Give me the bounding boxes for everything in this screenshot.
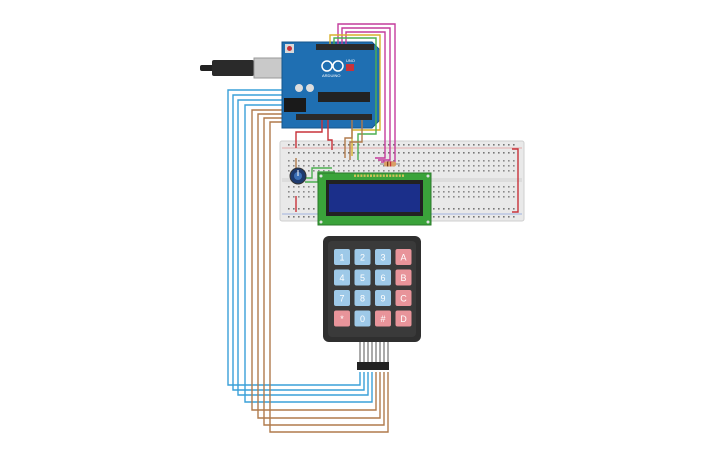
- wire-red-5v: [295, 120, 323, 148]
- keypad-key[interactable]: 8: [354, 290, 371, 306]
- arduino-uno-board[interactable]: ARDUINO UNO: [200, 41, 381, 129]
- keypad-key[interactable]: D: [395, 310, 412, 327]
- wire-brown-1: [344, 120, 353, 158]
- keypad-key-label: 3: [380, 253, 385, 263]
- wire-green-lcd: [333, 37, 377, 160]
- keypad-key-label: B: [400, 273, 406, 283]
- keypad-key[interactable]: #: [375, 310, 391, 327]
- keypad-key-label: 7: [339, 294, 344, 304]
- keypad-keys[interactable]: 1 2 3 A 4 5 6 B 7 8 9 C * 0 # D: [334, 249, 412, 327]
- keypad-key-label: 0: [360, 314, 365, 324]
- keypad-key-label: 9: [380, 294, 385, 304]
- keypad-key[interactable]: 5: [354, 269, 371, 286]
- usb-plug: [212, 60, 254, 76]
- potentiometer[interactable]: [289, 167, 307, 185]
- wire-brown-2: [349, 120, 363, 160]
- keypad-key[interactable]: C: [395, 290, 412, 306]
- wire-magenta-2: [341, 27, 391, 161]
- keypad-key-label: 4: [339, 273, 344, 283]
- wire-red-gnd: [327, 120, 333, 150]
- keypad-key-label: 2: [360, 253, 365, 263]
- lcd-pin-header: [354, 174, 404, 177]
- lcd-16x2[interactable]: [317, 172, 432, 226]
- lcd-screen: [329, 184, 420, 212]
- usb-connector: [253, 57, 287, 79]
- keypad-wire-3: [237, 99, 369, 396]
- keypad-key-label: 1: [339, 253, 344, 263]
- power-rail-wire: [512, 148, 519, 213]
- keypad-key-label: #: [380, 314, 385, 324]
- wire-magenta-3: [345, 31, 386, 159]
- arduino-brand-label: ARDUINO: [322, 73, 340, 78]
- resistor[interactable]: [380, 161, 400, 167]
- keypad-key-label: 8: [360, 294, 365, 304]
- keypad-ribbon: [359, 342, 389, 362]
- keypad-key[interactable]: 2: [354, 249, 371, 265]
- arduino-logo-icon: [321, 60, 344, 72]
- keypad-key[interactable]: 0: [354, 310, 371, 327]
- keypad-key[interactable]: 6: [375, 269, 391, 286]
- usb-cable: [200, 65, 214, 71]
- keypad-connector: [357, 362, 389, 370]
- keypad-wire-8: [269, 121, 389, 433]
- keypad-key-label: C: [400, 294, 407, 304]
- keypad-key[interactable]: 7: [334, 290, 350, 306]
- keypad-key[interactable]: 9: [375, 290, 391, 306]
- keypad-key[interactable]: *: [334, 310, 350, 327]
- keypad-key[interactable]: 1: [334, 249, 350, 265]
- keypad-key[interactable]: A: [395, 249, 412, 265]
- keypad-key-label: 5: [360, 273, 365, 283]
- keypad-key-label: A: [400, 253, 406, 263]
- keypad-4x4[interactable]: 1 2 3 A 4 5 6 B 7 8 9 C * 0 # D: [323, 236, 421, 370]
- keypad-key[interactable]: 3: [375, 249, 391, 265]
- power-jack: [284, 98, 306, 112]
- arduino-breadboard-wires[interactable]: [295, 23, 396, 212]
- keypad-wire-6: [257, 113, 381, 419]
- keypad-wire-2: [232, 94, 365, 391]
- keypad-key-label: D: [400, 314, 407, 324]
- keypad-wires[interactable]: [227, 89, 389, 433]
- keypad-wire-4: [244, 104, 373, 403]
- keypad-wire-5: [251, 109, 377, 411]
- keypad-wire-1: [227, 89, 361, 386]
- keypad-key[interactable]: 4: [334, 269, 350, 286]
- atmega-chip: [318, 92, 370, 102]
- keypad-key-label: 6: [380, 273, 385, 283]
- keypad-key[interactable]: B: [395, 269, 412, 286]
- keypad-key-label: *: [340, 314, 344, 324]
- arduino-model-label: UNO: [346, 58, 355, 63]
- keypad-wire-7: [263, 117, 385, 426]
